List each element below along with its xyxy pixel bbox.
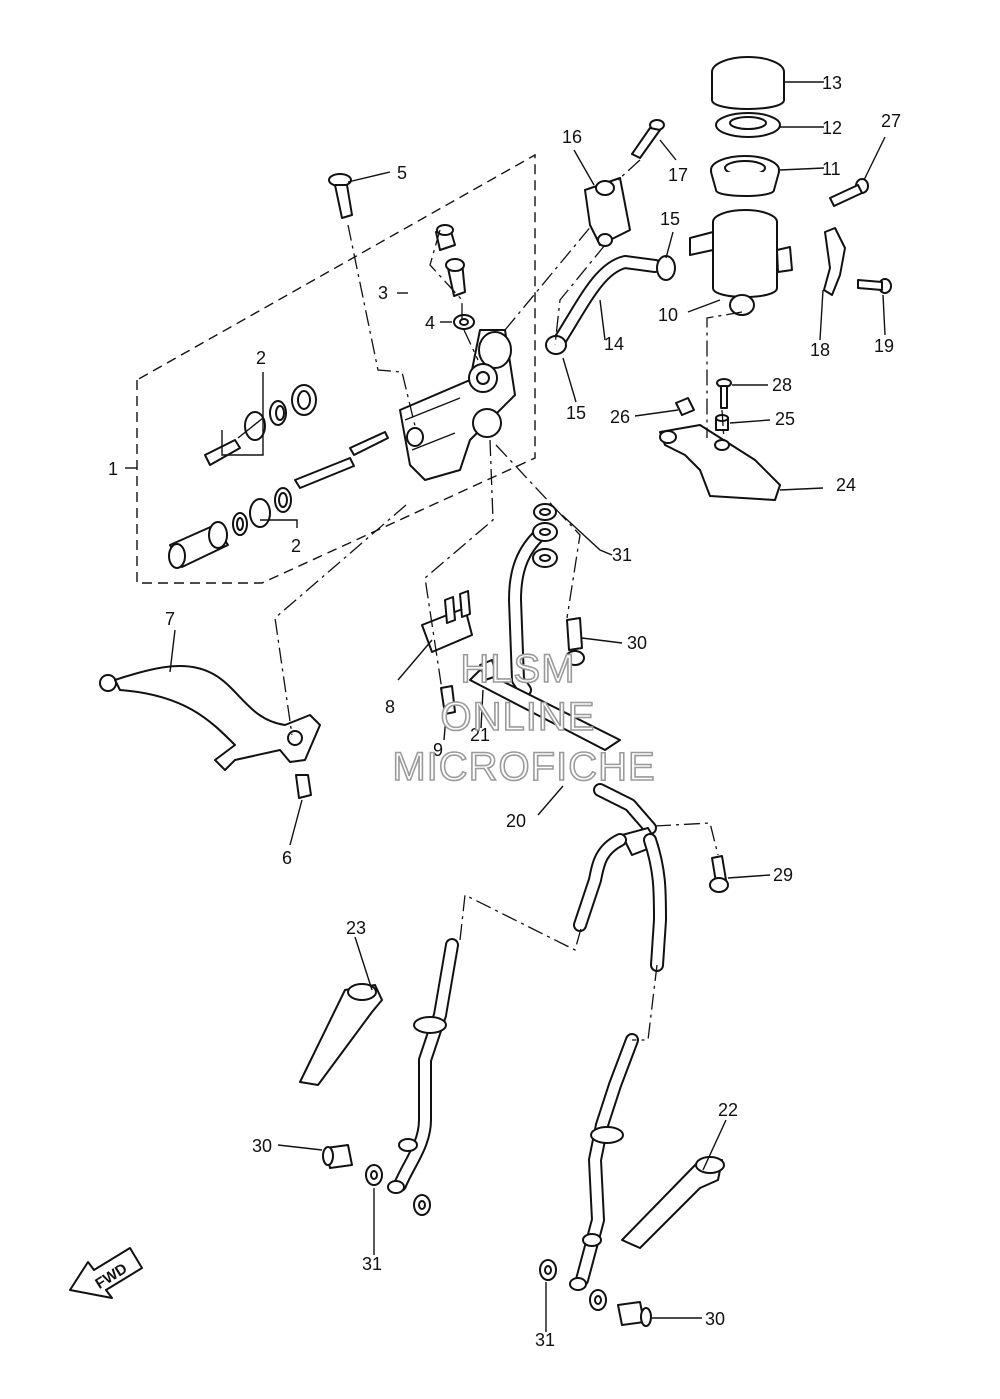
- gaskets-left: [365, 1164, 431, 1216]
- handlebar-holder: [584, 177, 631, 247]
- callout-31-upper: 31: [612, 545, 632, 565]
- reservoir-band: [823, 227, 846, 296]
- callout-3: 3: [378, 283, 388, 303]
- callout-22: 22: [718, 1100, 738, 1120]
- callout-23: 23: [346, 918, 366, 938]
- watermark-line-1: HLSM: [460, 647, 575, 691]
- callout-19: 19: [874, 336, 894, 356]
- callout-31-left: 31: [362, 1254, 382, 1274]
- callout-6: 6: [282, 848, 292, 868]
- right-hose-holder: [621, 1156, 725, 1249]
- bracket-screw: [857, 278, 892, 294]
- reservoir-stay: [659, 424, 781, 501]
- watermark-line-2: ONLINE: [441, 695, 596, 739]
- lever-nut: [295, 774, 312, 799]
- bleed-screw-set: [435, 224, 475, 330]
- callout-24: 24: [836, 475, 856, 495]
- callout-30-upper: 30: [627, 633, 647, 653]
- watermark-line-3: MICROFICHE: [392, 745, 655, 789]
- stay-clip: [675, 397, 695, 416]
- fwd-arrow-icon: FWD: [69, 1247, 143, 1299]
- band-screw: [829, 178, 869, 207]
- main-brake-hose: [469, 669, 657, 835]
- union-bolt-left: [322, 1144, 353, 1169]
- callout-4: 4: [425, 313, 435, 333]
- callout-18: 18: [810, 340, 830, 360]
- callout-26: 26: [610, 407, 630, 427]
- callout-labels: 1 2 2 3 4 5 6 7 8 9 10 11 12 13 14 15 15…: [108, 73, 901, 1350]
- callout-28: 28: [772, 375, 792, 395]
- piston-kit-lower: [168, 431, 389, 569]
- master-cylinder-body: [399, 329, 516, 481]
- left-branch-hose: [387, 833, 627, 1194]
- holder-bolt: [631, 119, 665, 159]
- hose-clamp-upper: [656, 255, 676, 281]
- callout-2-upper: 2: [256, 348, 266, 368]
- gaskets-upper: [532, 503, 558, 568]
- watermark: HLSM ONLINE MICROFICHE: [392, 646, 656, 790]
- callout-7: 7: [165, 609, 175, 629]
- hose-guide: [479, 659, 498, 681]
- leader-lines: [125, 81, 886, 1332]
- callout-14: 14: [604, 334, 624, 354]
- reservoir-cap: [711, 56, 785, 110]
- callout-27: 27: [881, 111, 901, 131]
- callout-9: 9: [433, 740, 443, 760]
- callout-20: 20: [506, 811, 526, 831]
- right-branch-hose: [569, 833, 667, 1291]
- reservoir-hose: [553, 255, 662, 347]
- callout-11: 11: [822, 159, 841, 179]
- callout-25: 25: [775, 409, 795, 429]
- callout-30-right: 30: [705, 1309, 725, 1329]
- callout-12: 12: [822, 118, 842, 138]
- reservoir-plate: [715, 112, 781, 138]
- reservoir-diaphragm: [710, 155, 780, 197]
- brake-lever: [99, 665, 321, 771]
- callout-13: 13: [822, 73, 842, 93]
- callout-8: 8: [385, 697, 395, 717]
- left-hose-holder: [299, 983, 383, 1086]
- master-cylinder-assembly-outline: [136, 153, 536, 584]
- stay-bolt: [716, 378, 732, 409]
- pivot-bolt: [328, 173, 353, 219]
- callout-2-lower: 2: [291, 536, 301, 556]
- callout-17: 17: [668, 165, 688, 185]
- callout-29: 29: [773, 865, 793, 885]
- callout-5: 5: [397, 163, 407, 183]
- callout-30-left: 30: [252, 1136, 272, 1156]
- callout-31-right: 31: [535, 1330, 555, 1350]
- reservoir-tank: [689, 209, 793, 316]
- callout-21: 21: [470, 725, 490, 745]
- callout-16: 16: [562, 127, 582, 147]
- piston-kit-upper: [204, 384, 317, 466]
- hose-clamp-lower: [545, 335, 567, 355]
- union-bolt-upper: [565, 617, 585, 666]
- callout-1: 1: [108, 459, 118, 479]
- switch-screw: [440, 685, 456, 715]
- union-bolt-right: [617, 1301, 652, 1327]
- callout-15-lower: 15: [566, 403, 586, 423]
- callout-15-upper: 15: [660, 209, 680, 229]
- junction-bolt: [709, 855, 729, 893]
- callout-10: 10: [658, 305, 678, 325]
- gaskets-right: [539, 1259, 607, 1311]
- reference-lines: [274, 159, 743, 1041]
